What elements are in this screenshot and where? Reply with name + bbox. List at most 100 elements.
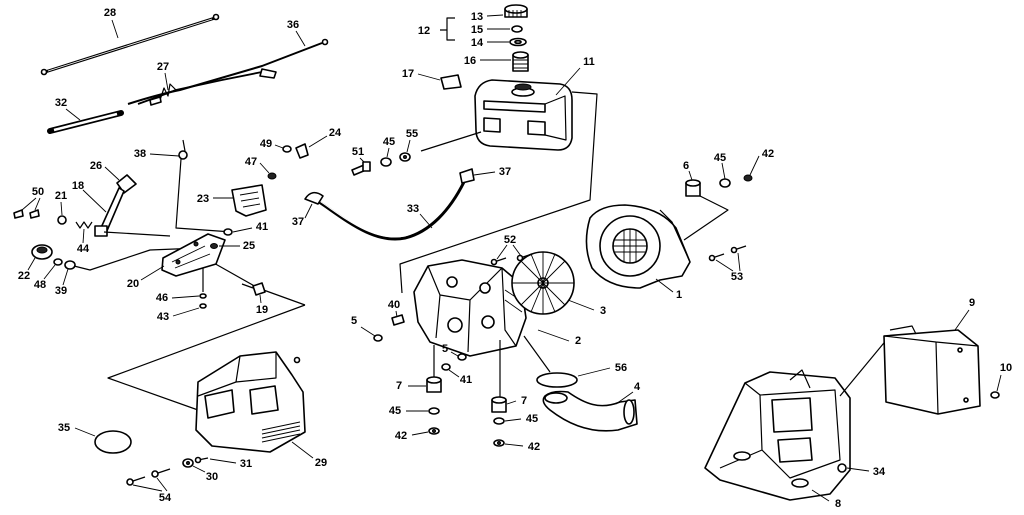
callout-label: 21 (55, 190, 67, 202)
callout-label: 37 (499, 166, 511, 178)
callout: 44 (77, 228, 90, 255)
callout-label: 41 (460, 374, 472, 386)
callout: 6 (683, 160, 693, 181)
callout-label: 24 (329, 127, 342, 139)
screws-part-53 (708, 245, 747, 262)
callout: 4 (615, 381, 641, 405)
callout-label: 14 (471, 37, 484, 49)
callout-label: 5 (351, 315, 357, 327)
callout-label: 48 (34, 279, 46, 291)
callout: 43 (157, 307, 200, 323)
callout-labels: 28 36 27 32 13 15 12 14 16 11 17 24 49 4… (18, 7, 1012, 510)
callout: 50 (21, 186, 44, 211)
callout-label: 19 (256, 304, 268, 316)
callout-label: 25 (243, 240, 255, 252)
callout: 32 (55, 97, 81, 121)
washer-part-14 (509, 37, 527, 47)
callout: 41 (448, 369, 472, 386)
nut-part-25 (210, 243, 218, 249)
callout-label: 51 (352, 146, 364, 158)
callout: 25 (219, 240, 255, 252)
callout: 19 (256, 294, 268, 316)
clamp-part-37-upper (459, 168, 475, 184)
gasket-part-15 (511, 25, 523, 33)
assembly-line (399, 91, 598, 294)
callout: 27 (157, 61, 169, 91)
callout-label: 53 (731, 271, 743, 283)
callout-label: 3 (600, 305, 606, 317)
wire-part-38 (175, 139, 233, 233)
callout-label: 49 (260, 138, 272, 150)
washer-part-45-bottom (493, 417, 505, 425)
callout: 16 (464, 55, 511, 67)
washer-part-45 (380, 157, 392, 167)
washer-part-45-right (719, 178, 731, 188)
callout-label: 41 (256, 221, 268, 233)
assembly-line (839, 337, 889, 397)
callout-label: 39 (55, 285, 67, 297)
callout-label: 22 (18, 270, 30, 282)
screw-part-31 (194, 456, 209, 464)
assembly-line (420, 131, 482, 152)
callout: 7 (396, 380, 426, 392)
callout-label: 4 (634, 381, 641, 393)
callout: 41 (232, 221, 268, 233)
washer-part-45-left (428, 407, 440, 415)
assembly-line (523, 335, 551, 373)
washer-part-49 (282, 145, 292, 153)
assembly-line (683, 195, 729, 241)
callout: 37 (292, 203, 313, 228)
nut-part-42-bottom (493, 439, 505, 447)
washer-part-30 (182, 458, 194, 468)
callout: 31 (209, 458, 252, 470)
assembly-line (107, 304, 306, 411)
callout-label: 45 (383, 136, 395, 148)
label-plate-part-17 (440, 74, 462, 90)
callout-label: 18 (72, 180, 84, 192)
callout: 54 (132, 477, 172, 504)
callout-label: 17 (402, 68, 414, 80)
callout: 46 (156, 292, 200, 304)
callout: 20 (127, 265, 165, 290)
callout-label: 55 (406, 128, 418, 140)
callout: 5 (351, 315, 376, 337)
callout-label: 50 (32, 186, 44, 198)
nut-part-42-right (743, 174, 753, 182)
washer-part-39 (64, 260, 76, 270)
callout-label: 16 (464, 55, 476, 67)
callout: 23 (197, 193, 233, 205)
callout-label: 29 (315, 457, 327, 469)
screws-part-50 (13, 209, 40, 219)
screw-part-40 (391, 314, 405, 326)
cable-part-28 (40, 13, 220, 76)
callout-label: 35 (58, 422, 70, 434)
screws-part-54 (126, 468, 171, 486)
clip-part-19 (241, 282, 266, 296)
callout: 48 (34, 264, 56, 291)
callout-label: 37 (292, 216, 304, 228)
callout-label: 15 (471, 24, 483, 36)
fuel-tank-part-11 (474, 79, 573, 151)
callout-label: 33 (407, 203, 419, 215)
callout: 9 (954, 297, 975, 331)
callout: 1 (655, 278, 682, 301)
callout: 21 (55, 190, 67, 216)
callout-label: 40 (388, 299, 400, 311)
callout: 13 (471, 11, 504, 23)
callout-label: 23 (197, 193, 209, 205)
bolt-part-51 (351, 161, 371, 176)
callout-label: 27 (157, 61, 169, 73)
callout-label: 9 (969, 297, 975, 309)
callout-label: 44 (77, 243, 90, 255)
callout: 30 (192, 465, 218, 483)
callout: 29 (291, 441, 327, 469)
callout: 37 (473, 166, 511, 178)
callout: 8 (811, 489, 841, 510)
callout: 45 (504, 413, 538, 425)
bracket-12 (440, 17, 455, 41)
callout: 51 (352, 146, 365, 163)
o-ring-part-56 (536, 372, 578, 388)
callout-label: 6 (683, 160, 689, 172)
callout: 33 (407, 203, 433, 229)
